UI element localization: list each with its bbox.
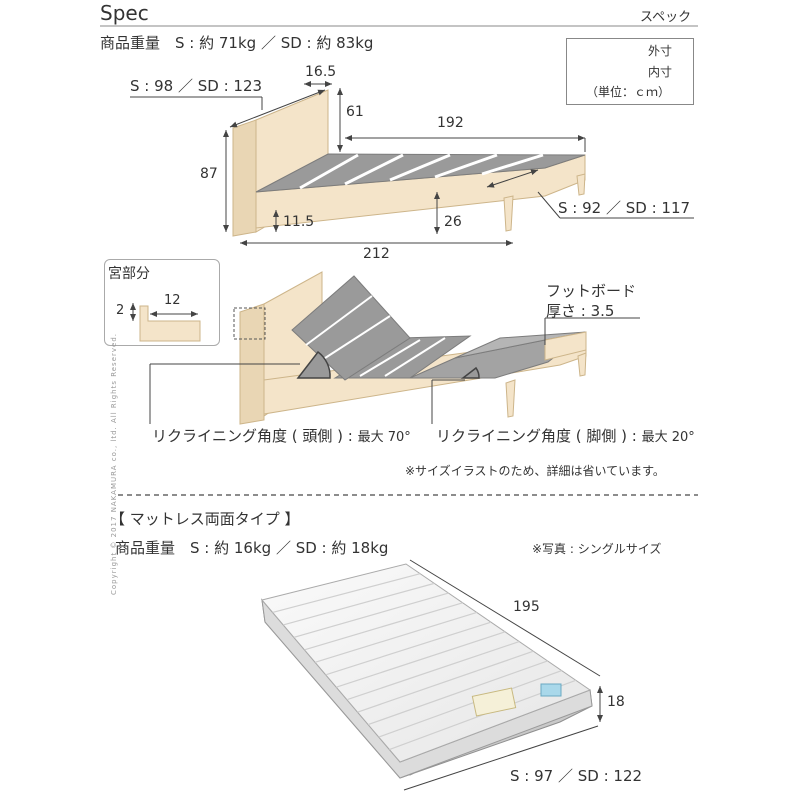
shelf-label: 宮部分 — [108, 266, 150, 282]
quilting-line — [336, 631, 506, 688]
total-length-label: 212 — [363, 246, 390, 262]
head-angle-value: 最大 70° — [357, 430, 411, 445]
quilting-line — [293, 592, 449, 638]
slat-gap — [359, 339, 421, 377]
bed-frame-weight: 商品重量 S : 約 71kg ／ SD : 約 83kg — [100, 34, 374, 52]
inner-width-dimension — [537, 191, 561, 219]
quilting-line — [272, 573, 421, 614]
headboard-width-dimension — [229, 89, 326, 128]
shelf-detail-box — [104, 259, 220, 346]
slat-gap — [389, 153, 451, 182]
bed-leg — [577, 352, 587, 377]
head-angle-text: リクライニング角度 ( 頭側 ) : 最大 70° — [152, 425, 411, 446]
head-angle-indicator — [296, 350, 331, 379]
quilting-line — [357, 650, 534, 713]
headboard-height-label: 61 — [346, 104, 364, 120]
foot-angle-label: リクライニング角度 ( 脚側 ) : — [436, 427, 642, 445]
mattress-length-dimension — [409, 559, 601, 677]
slat-deck — [255, 153, 586, 193]
mattress-width-dimension — [403, 725, 599, 791]
bed-leg — [576, 173, 586, 196]
mattress-length-label: 195 — [513, 599, 540, 615]
copyright-notice: Copyright © 2017 NAKAMURA co., ltd. All … — [110, 332, 118, 595]
slat-gap — [384, 337, 446, 377]
bed-leg — [503, 195, 514, 232]
mattress-top — [261, 563, 592, 763]
mattress-care-tag — [540, 683, 562, 697]
slat-gap — [321, 315, 391, 361]
foot-angle-indicator — [460, 366, 480, 379]
mattress-illustration — [261, 563, 593, 779]
quilting-line — [378, 670, 562, 738]
shelf-highlight — [233, 307, 266, 340]
headboard-width-label: S : 98 ／ SD : 123 — [130, 77, 263, 95]
inner-width-dimension — [486, 169, 539, 188]
total-height-label: 87 — [200, 166, 218, 182]
legend-outer-label: 外寸 — [648, 44, 673, 58]
footboard-thickness-label: 厚さ : 3.5 — [546, 302, 615, 320]
slat-gap — [434, 153, 498, 179]
page-title-jp: スペック — [640, 10, 692, 25]
legend-unit-label: （単位：ｃｍ） — [586, 85, 671, 99]
head-angle-label: リクライニング角度 ( 頭側 ) : — [152, 427, 358, 445]
mattress-thickness-label: 18 — [607, 694, 625, 710]
dimension-legend — [566, 38, 694, 105]
mattress-dimensions — [403, 559, 603, 791]
slat-gap — [344, 153, 404, 186]
reclining-callouts — [149, 317, 640, 424]
mattress-section-title: 【 マットレス両面タイプ 】 — [110, 510, 300, 528]
headboard-thickness-label: 16.5 — [305, 64, 337, 80]
quilting-line — [367, 660, 548, 726]
mattress-weight: 商品重量 S : 約 16kg ／ SD : 約 18kg — [115, 539, 389, 557]
slat-gap — [299, 153, 359, 190]
reclining-bed-illustration — [233, 271, 587, 425]
illustration-note: ※サイズイラストのため、詳細は省いています。 — [405, 464, 665, 478]
footboard — [544, 331, 587, 361]
mattress-width-label: S : 97 ／ SD : 122 — [510, 767, 643, 785]
quilting-line — [304, 602, 463, 651]
bed-leg — [505, 379, 516, 418]
page-title: Spec — [100, 1, 149, 25]
mattress-photo-note: ※写真 : シングルサイズ — [532, 542, 662, 556]
quilting-line — [314, 611, 477, 663]
frame-height-label: 26 — [444, 214, 462, 230]
mattress-brand-tag — [471, 687, 517, 717]
shelf-detail — [130, 303, 201, 342]
footboard-label: フットボード — [546, 282, 637, 300]
foot-angle-text: リクライニング角度 ( 脚側 ) : 最大 20° — [436, 425, 695, 446]
headboard-side — [232, 119, 257, 237]
shelf-height-label: 2 — [116, 303, 125, 318]
quilting-line — [325, 621, 492, 676]
quilting-line — [283, 582, 435, 626]
shelf-depth-label: 12 — [164, 293, 181, 308]
slat-gap — [305, 295, 373, 346]
shelf-profile — [139, 305, 201, 342]
inner-width-label: S : 92 ／ SD : 117 — [558, 199, 691, 217]
inner-length-label: 192 — [437, 115, 464, 131]
legend-inner-label: 内寸 — [648, 65, 673, 79]
bed-frame-dimensions — [130, 81, 694, 246]
leg-height-label: 11.5 — [283, 214, 315, 230]
foot-angle-value: 最大 20° — [641, 430, 695, 445]
quilting-line — [346, 640, 520, 701]
